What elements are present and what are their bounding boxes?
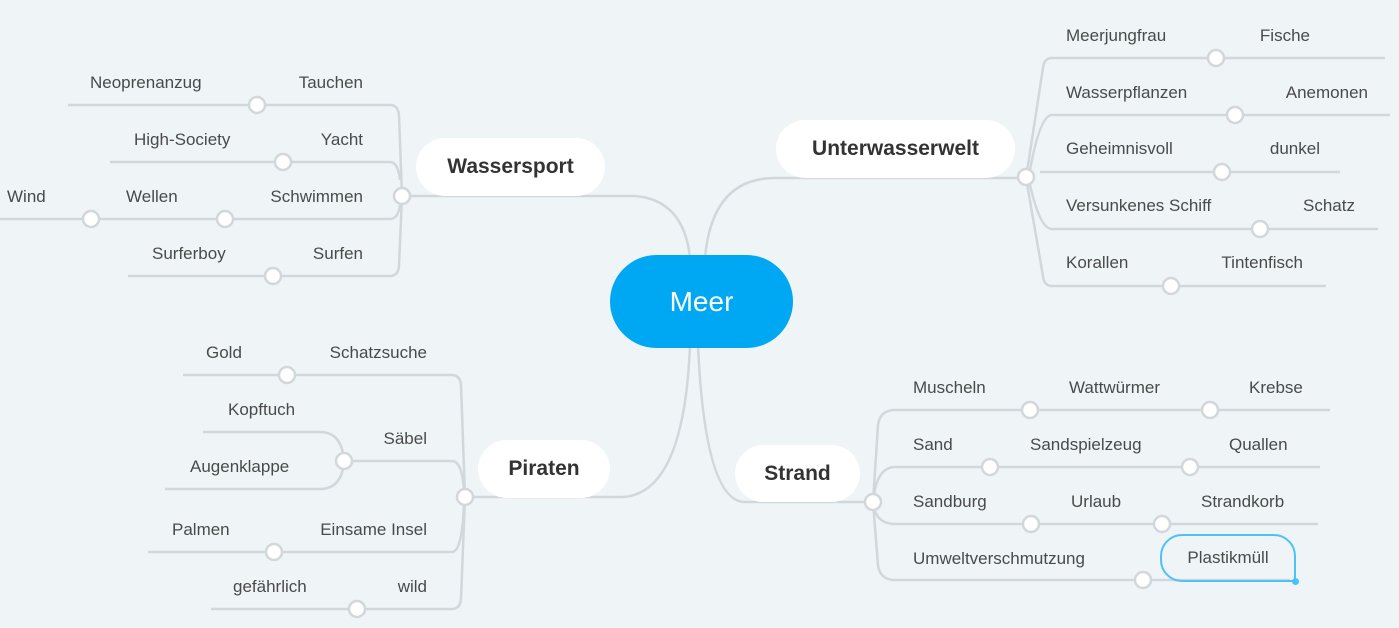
topic-schatz[interactable]: Schatz [1303,196,1355,215]
topic-wattwuermer[interactable]: Wattwürmer [1069,378,1160,397]
topic-sandspielzeug[interactable]: Sandspielzeug [1030,435,1142,454]
topic-muscheln[interactable]: Muscheln [913,378,986,397]
resize-handle[interactable] [1292,578,1299,585]
branch-wassersport[interactable]: Wassersport [416,138,605,196]
topic-tauchen[interactable]: Tauchen [298,73,363,92]
topic-surferboy[interactable]: Surferboy [152,244,226,263]
topic-umweltverschmutzung[interactable]: Umweltverschmutzung [913,549,1085,568]
topic-wild[interactable]: wild [397,577,427,596]
topic-meerjungfrau[interactable]: Meerjungfrau [1066,26,1167,45]
topic-surfen[interactable]: Surfen [312,244,363,263]
branch-strand[interactable]: Strand [735,445,860,502]
topic-geheimnisvoll[interactable]: Geheimnisvoll [1066,139,1173,158]
topic-krebse[interactable]: Krebse [1249,378,1303,397]
topic-kopftuch[interactable]: Kopftuch [228,400,296,419]
topic-schatzsuche[interactable]: Schatzsuche [329,343,427,362]
topic-augenklappe[interactable]: Augenklappe [190,457,290,476]
topic-neoprenanzug[interactable]: Neoprenanzug [90,73,202,92]
topic-schwimmen[interactable]: Schwimmen [270,187,363,206]
topic-sand[interactable]: Sand [913,435,953,454]
topic-einsame-insel[interactable]: Einsame Insel [320,520,427,539]
topic-gefaehrlich[interactable]: gefährlich [233,577,307,596]
topic-quallen[interactable]: Quallen [1229,435,1288,454]
topic-sandburg[interactable]: Sandburg [913,492,987,511]
topic-wasserpflanzen[interactable]: Wasserpflanzen [1066,83,1188,102]
topic-tintenfisch[interactable]: Tintenfisch [1221,253,1303,272]
topic-yacht[interactable]: Yacht [320,130,363,149]
topic-saebel[interactable]: Säbel [383,429,427,448]
handle-circles [81,48,1270,619]
topic-strandkorb[interactable]: Strandkorb [1201,492,1285,511]
branch-piraten[interactable]: Piraten [478,440,610,498]
topic-urlaub[interactable]: Urlaub [1071,492,1122,511]
topic-plastikmuell-label: Plastikmüll [1187,548,1269,567]
topic-korallen[interactable]: Korallen [1066,253,1129,272]
root-node[interactable]: Meer [610,255,793,348]
branch-unterwasserwelt[interactable]: Unterwasserwelt [776,120,1015,178]
topic-palmen[interactable]: Palmen [172,520,230,539]
topic-plastikmuell-selected[interactable]: Plastikmüll [1160,534,1299,585]
topic-anemonen[interactable]: Anemonen [1285,83,1368,102]
topic-versunkenes-schiff[interactable]: Versunkenes Schiff [1066,196,1212,215]
topic-dunkel[interactable]: dunkel [1269,139,1320,158]
topic-wellen[interactable]: Wellen [126,187,178,206]
topic-high-society[interactable]: High-Society [134,130,231,149]
topic-fische[interactable]: Fische [1259,26,1310,45]
topic-gold[interactable]: Gold [206,343,242,362]
topic-wind[interactable]: Wind [7,187,46,206]
